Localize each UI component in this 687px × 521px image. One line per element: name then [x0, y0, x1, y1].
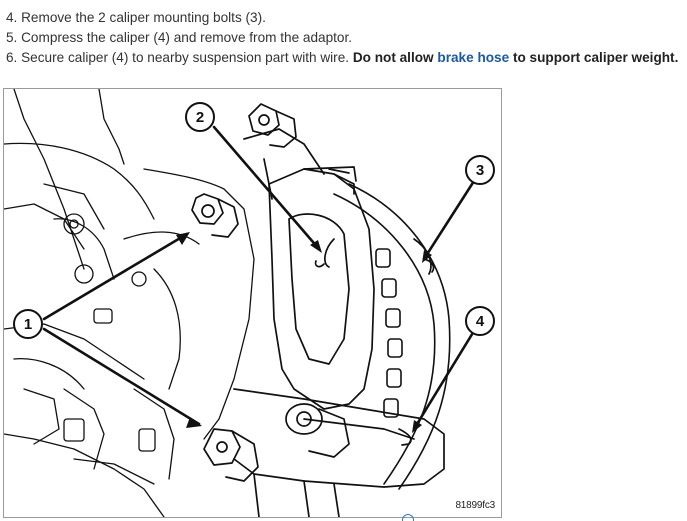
step-6-warning-start: Do not allow [352, 50, 438, 65]
callout-2: 2 [196, 109, 204, 126]
callout-3: 3 [476, 162, 484, 179]
callout-1: 1 [24, 316, 32, 333]
caliper-diagram: 1 2 3 4 81899fc3 [3, 88, 502, 518]
suspension-linework [4, 89, 255, 517]
step-5: 5. Compress the caliper (4) and remove f… [6, 30, 353, 45]
arrowheads [176, 232, 432, 433]
step-4: 4. Remove the 2 caliper mounting bolts (… [6, 10, 266, 25]
callout-4: 4 [476, 313, 485, 330]
figure-code: 81899fc3 [455, 500, 495, 511]
step-6-text: 6. Secure caliper (4) to nearby suspensi… [6, 50, 353, 65]
instruction-steps: 4. Remove the 2 caliper mounting bolts (… [6, 8, 687, 68]
step-6-warning-end: to support caliper weight. [509, 50, 679, 65]
caliper-illustration: 1 2 3 4 [4, 89, 495, 517]
mounting-bolts [191, 103, 350, 482]
callout-arrows [42, 125, 476, 431]
caliper-body [233, 128, 445, 517]
brake-hose-link[interactable]: brake hose [437, 50, 510, 65]
scroll-indicator-icon [402, 514, 414, 521]
callout-markers [13, 102, 495, 339]
brake-rotor [333, 183, 451, 490]
step-6: 6. Secure caliper (4) to nearby suspensi… [6, 48, 687, 68]
